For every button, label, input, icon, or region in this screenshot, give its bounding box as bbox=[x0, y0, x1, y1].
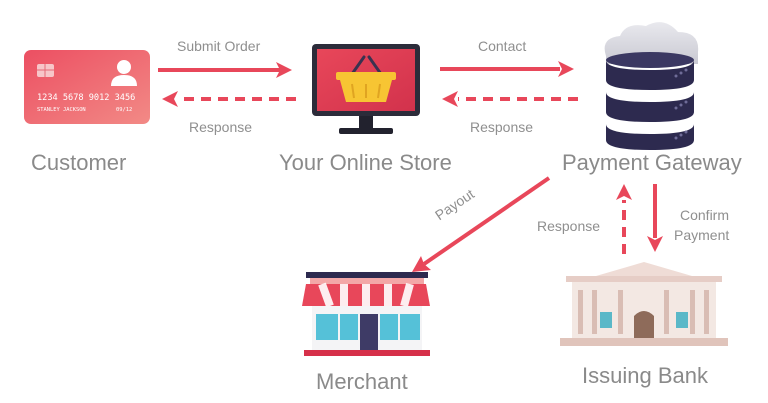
arrow-response-bank-to-gateway bbox=[616, 184, 632, 254]
node-label-bank: Issuing Bank bbox=[582, 363, 708, 388]
card-holder: STANLEY JACKSON bbox=[37, 107, 86, 113]
user-silhouette-icon bbox=[111, 60, 137, 86]
node-label-customer: Customer bbox=[31, 150, 127, 175]
edge-label-confirm-line2: Payment bbox=[674, 227, 730, 243]
node-label-merchant: Merchant bbox=[316, 369, 408, 394]
edge-label-response-gateway-store: Response bbox=[470, 119, 534, 135]
edge-label-confirm-line1: Confirm bbox=[680, 207, 730, 223]
arrow-payout bbox=[412, 176, 551, 272]
edge-label-submit-order: Submit Order bbox=[177, 38, 261, 54]
card-expiry: 09/12 bbox=[116, 107, 132, 113]
arrow-response-store-to-customer bbox=[162, 91, 296, 107]
arrow-confirm-payment bbox=[647, 184, 663, 252]
edge-label-contact: Contact bbox=[478, 38, 527, 54]
node-label-store: Your Online Store bbox=[279, 150, 452, 175]
node-label-gateway: Payment Gateway bbox=[562, 150, 742, 175]
credit-card-icon: 1234 5678 9012 3456 STANLEY JACKSON 09/1… bbox=[24, 50, 150, 124]
arrow-response-gateway-to-store bbox=[442, 91, 578, 107]
edge-label-response-store-customer: Response bbox=[189, 119, 253, 135]
card-number: 1234 5678 9012 3456 bbox=[37, 93, 135, 103]
arrow-submit-order bbox=[158, 62, 292, 78]
monitor-basket-icon bbox=[312, 44, 420, 134]
edge-label-response-bank-gateway: Response bbox=[537, 218, 601, 234]
cloud-server-icon bbox=[604, 22, 699, 150]
shopping-basket-icon bbox=[336, 55, 396, 102]
arrow-contact bbox=[440, 61, 574, 77]
storefront-icon bbox=[302, 272, 430, 356]
bank-building-icon bbox=[560, 262, 728, 346]
